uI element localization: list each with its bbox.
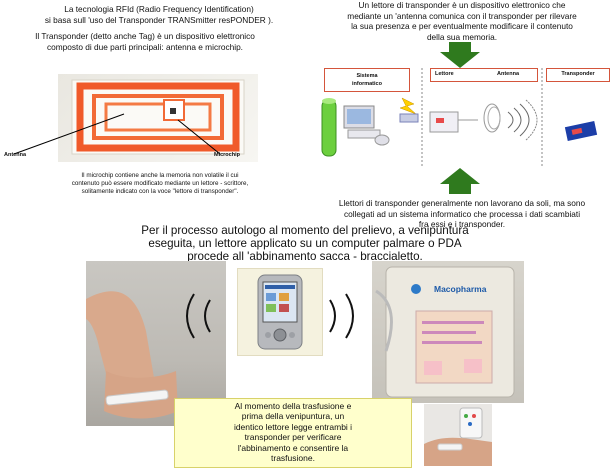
rfid-line-2: si basa sull 'uso del Transponder TRANSm…: [44, 14, 274, 25]
microchip-label: Microchip: [214, 152, 240, 158]
wrist-scan-illustration: [424, 407, 492, 466]
process-line-2: eseguita, un lettore applicato su un com…: [148, 237, 462, 250]
bag-brand-label: Macopharma: [434, 284, 487, 294]
signal-waves: [186, 293, 354, 339]
blood-bag-illustration: [375, 266, 515, 398]
readers-note-line-2: collegati ad un sistema informatico che …: [343, 208, 581, 219]
rfid-tag-photo: [58, 74, 258, 162]
box-lettore-antenna: Lettore Antenna: [430, 68, 538, 82]
tag-caption-line-1: Il microchip contiene anche la memoria n…: [81, 172, 239, 179]
readers-note: Llettori di transponder generalmente non…: [312, 198, 612, 230]
process-description: Per il processo autologo al momento del …: [70, 224, 540, 263]
tag-caption: Il microchip contiene anche la memoria n…: [40, 172, 280, 196]
reader-line-4: della sua memoria.: [426, 31, 498, 42]
transfusion-line-5: l'abbinamento e consentire la: [237, 442, 349, 453]
tag-caption-line-3: solitamente indicato con la voce "lettor…: [81, 188, 239, 195]
antenna-label: Antenna: [4, 152, 26, 158]
transfusion-line-2: prima della venipuntura, un: [241, 411, 345, 422]
process-line-1: Per il processo autologo al momento del …: [141, 224, 469, 237]
transponder-line-1: Il Transponder (detto anche Tag) è un di…: [35, 31, 255, 41]
transponder-line-2: composto di due parti principali: antenn…: [46, 41, 243, 52]
transfusion-info-box: Al momento della trasfusione e prima del…: [174, 398, 412, 468]
blood-bag-photo: Macopharma: [372, 261, 524, 403]
transponder-intro: Il Transponder (detto anche Tag) è un di…: [0, 31, 290, 52]
wrist-scan-photo: [424, 404, 492, 466]
transfusion-line-4: transponder per verificare: [244, 432, 342, 443]
process-line-3: procede all 'abbinamento sacca - braccia…: [187, 250, 423, 263]
transfusion-line-3: identico lettore legge entrambi i: [233, 421, 353, 432]
transfusion-line-1: Al momento della trasfusione e: [234, 401, 352, 411]
pda-device-icon: [257, 274, 303, 350]
readers-note-line-1: Llettori di transponder generalmente non…: [338, 198, 586, 208]
rfid-tag-illustration: [71, 79, 245, 155]
box-lettore: Lettore: [435, 71, 454, 77]
box-antenna: Antenna: [497, 71, 519, 77]
rfid-intro: La tecnologia RFId (Radio Frequency Iden…: [0, 4, 318, 25]
microchip-dot: [170, 108, 176, 114]
reader-line-1: Un lettore di transponder è un dispositi…: [358, 0, 566, 10]
reader-description: Un lettore di transponder è un dispositi…: [312, 0, 612, 42]
rfid-line-1: La tecnologia RFId (Radio Frequency Iden…: [64, 4, 254, 14]
arrow-up-icon: [440, 168, 480, 194]
tag-caption-line-2: contenuto può essere modificato mediante…: [71, 180, 249, 187]
arrow-down-icon: [440, 42, 480, 68]
transfusion-line-6: trasfusione.: [271, 453, 315, 464]
readers-note-line-3: fra essi e i transponder.: [418, 219, 506, 229]
box-sistema-informatico: Sistema informatico: [324, 68, 410, 92]
system-diagram: Sistema informatico Lettore Antenna Tran…: [318, 68, 612, 168]
reader-line-2: mediante un 'antenna comunica con il tra…: [347, 10, 577, 21]
tag-pointer-lines: [13, 113, 221, 155]
diagram-graphics: [321, 68, 598, 166]
arm-illustration: [86, 291, 178, 419]
box-transponder: Transponder: [546, 68, 610, 82]
pda-photo: [237, 268, 323, 356]
reader-line-3: la sua presenza e per eventualmente modi…: [351, 21, 573, 31]
